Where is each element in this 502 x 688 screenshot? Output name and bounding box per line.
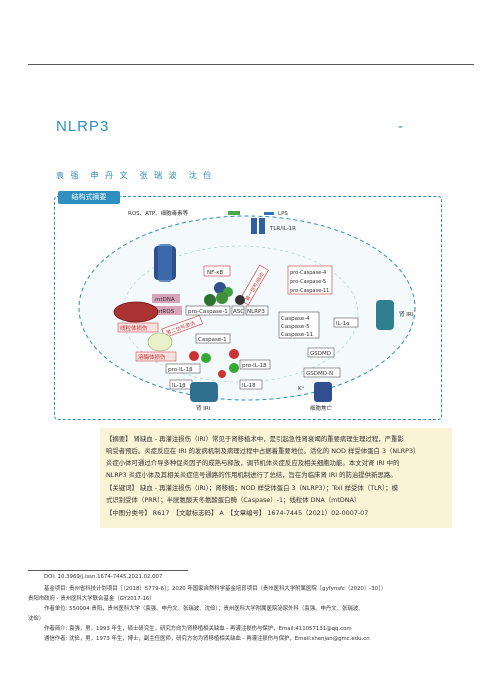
membrane-channel-right-icon: [376, 300, 394, 330]
nlrp3-box: [245, 305, 269, 316]
nfkb-box: [203, 265, 231, 277]
footnote-rule: [28, 570, 188, 571]
footnote-doi: DOI: 10.3969/j.issn.1674-7445.2021.02.00…: [44, 574, 163, 580]
gsdmd-pore-icon: [314, 382, 332, 402]
label-mtros: mtROS: [155, 309, 175, 315]
footnote-corresponding: 通信作者: 沈俭，男，1973 年生，博士，副主任医师，研究方向为肾移植相关缺血…: [44, 636, 370, 642]
label-il1a: IL-1α: [336, 321, 350, 327]
classification-line: 【中图分类号】 R617 【文献标志码】 A 【文章编号】 1674-7445（…: [106, 509, 369, 517]
label-procasp11: pro-Caspase-11: [290, 288, 329, 294]
label-gsdmd: GSDMD: [310, 351, 331, 357]
graphical-abstract-tab: 结构式摘要: [58, 191, 120, 204]
lps-icon: [264, 212, 274, 215]
abstract-line-1: 【摘要】 肾缺血 - 再灌注损伤（IRI）常见于肾移植术中，是引起急性肾衰竭的重…: [106, 435, 404, 443]
mito-damage-box: [117, 322, 159, 333]
abstract-line-2: 响受者预后。炎症反应在 IRI 的发病机制及病理过程中占据着重要地位。活化的 N…: [106, 447, 420, 455]
cytokine-dots-icon: [189, 349, 239, 378]
article-title: NLRP3: [56, 118, 110, 135]
label-tlr: TLR/IL-1R: [269, 226, 296, 232]
pathway-diagram: ROS、ATP、细胞毒素等 LPS TLR/IL-1R NF-κB 第一信号/启…: [78, 209, 416, 412]
label-procasp5: pro-Caspase-5: [290, 279, 326, 285]
footnote-affiliation-1: 作者单位: 550004 贵阳，贵州医科大学（袁强、申丹文、张瑞波、沈俭）；贵州…: [44, 606, 364, 612]
label-lyso-damage: 溶酶体损伤: [138, 353, 166, 361]
caspase-group-box: [278, 311, 320, 339]
proil18-box: [239, 359, 271, 370]
label-nfkb: NF-κB: [207, 270, 224, 276]
graphical-abstract-frame: [54, 196, 442, 420]
footnote-affiliation-2: 沈俭）: [28, 616, 45, 622]
header-rule: [28, 64, 474, 65]
abstract-box: [100, 428, 452, 528]
author-list: 袁 强 申 丹 文 张 瑞 波 沈 俭: [56, 171, 214, 180]
label-casp1: Caspase-1: [198, 337, 227, 343]
footnote-funding-2: 贵阳市政府 - 贵州医科大学联合基金（GY2017-16）: [28, 596, 155, 602]
label-kidney-bottom: 肾 IRI: [196, 404, 211, 412]
toxin-icon: [228, 211, 240, 215]
nucleus-outline: [121, 245, 359, 383]
label-procasp4: pro-Caspase-4: [290, 270, 326, 276]
title-dash: -: [398, 118, 403, 135]
label-c11: Caspase-11: [281, 332, 313, 338]
gsdmdn-box: [303, 367, 341, 378]
mitochondrion-icon: [113, 301, 159, 323]
inflammasome-complex-icon: [204, 292, 245, 306]
membrane-channel-bottom-icon: [190, 382, 218, 402]
label-ros: ROS、ATP、细胞毒素等: [128, 209, 189, 217]
label-procasp1: pro-Caspase-1: [188, 309, 228, 315]
abstract-line-4: NLRP3 炎症小体及其相关炎症信号通路的作用机制进行了总结，旨在为临床肾 IR…: [106, 471, 397, 479]
asc-box: [231, 305, 245, 316]
label-c5: Caspase-5: [281, 324, 310, 330]
keywords-line-1: 【关键词】 缺血 - 再灌注损伤（IRI）；肾移植；NOD 样受体蛋白 3（NL…: [106, 484, 399, 492]
footnote-funding-1: 基金项目: 贵州省科技计划项目［（2018）5779-6］；2020 年国家自然…: [44, 586, 387, 592]
procaspase-group-box: [287, 265, 333, 295]
il1a-box: [333, 317, 359, 328]
abstract-line-3: 炎症小体可通过介导多种促炎因子的成熟与释放，调节机体炎症反应及相关细胞功能。本文…: [106, 459, 400, 467]
label-kidney-right: 肾 IRI: [399, 310, 414, 318]
proil1b-box: [165, 363, 201, 374]
label-il18: IL-18: [242, 383, 256, 389]
mtros-box: [152, 306, 182, 315]
membrane-channel-left-icon: [154, 244, 176, 282]
label-asc: ASC: [233, 309, 244, 315]
footnote-author-bio: 作者简介: 袁强，男，1993 年生，硕士研究生，研究方向为肾移植相关缺血 - …: [44, 626, 352, 632]
mtdna-box: [152, 294, 180, 303]
label-k-ion: K⁺: [298, 385, 305, 392]
label-pyroptosis: 细胞焦亡: [310, 404, 333, 412]
tlr-receptor-icon: [251, 218, 265, 234]
lyso-damage-box: [135, 351, 177, 362]
label-c4: Caspase-4: [281, 316, 310, 322]
lysosome-icon: [147, 332, 173, 352]
label-lps: LPS: [278, 211, 288, 217]
il18-box: [239, 379, 263, 390]
label-proil1b: pro-IL-1β: [168, 367, 193, 373]
gsdmd-box: [307, 347, 335, 358]
label-il1b: IL-1β: [172, 383, 186, 389]
casp1-box: [195, 333, 231, 344]
label-mito-damage: 线粒体损伤: [120, 324, 148, 332]
procasp1-box: [185, 305, 231, 316]
label-gsdmdn: GSDMD-N: [306, 371, 333, 377]
label-nlrp3: NLRP3: [247, 309, 265, 315]
keywords-line-2: 式识别受体（PRR）；半胱氨酸天冬氨酸蛋白酶（Caspase）-1；线粒体 DN…: [106, 496, 361, 504]
label-proil18: pro-IL-18: [242, 363, 267, 369]
label-mtdna: mtDNA: [155, 297, 175, 303]
